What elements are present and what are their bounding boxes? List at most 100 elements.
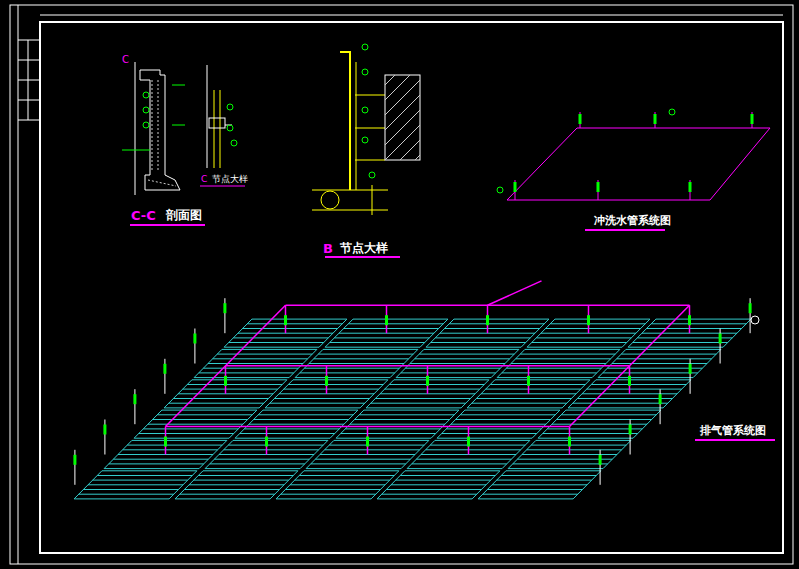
panel-edge [467, 380, 495, 408]
panel-edge [723, 319, 751, 347]
riser-mark [193, 334, 196, 344]
hatch-line [249, 424, 344, 425]
hatch-line [371, 403, 466, 404]
hatch-line [132, 440, 227, 441]
panel-edge [437, 410, 465, 438]
hatch-line [334, 440, 429, 441]
riser-mark [629, 425, 632, 435]
hatch-line [401, 372, 496, 373]
panel-edge [633, 410, 661, 438]
hatch-line [311, 463, 406, 464]
hatch-line [492, 484, 587, 485]
view-title: 节点大样 [340, 242, 388, 255]
hatch-line [265, 407, 360, 408]
hatch-line [359, 414, 454, 415]
hatch-line [330, 342, 425, 343]
hatch-line [375, 398, 470, 399]
hatch-line [109, 463, 204, 464]
vent-riser [104, 420, 105, 455]
panel-edge [134, 410, 162, 438]
vent-riser [720, 329, 721, 364]
hatch-line [281, 494, 376, 495]
hatch-line [258, 414, 353, 415]
hatch-line [224, 347, 319, 348]
riser-mark [385, 315, 388, 325]
riser-mark [284, 315, 287, 325]
hatch-line [189, 484, 284, 485]
riser-mark [689, 364, 692, 374]
hatch-line [516, 358, 611, 359]
hatch-line [290, 484, 385, 485]
hatch-line [247, 323, 342, 324]
hatch-line [344, 328, 439, 329]
vent-riser [224, 298, 225, 333]
hatch-line [520, 354, 615, 355]
hatch-line [607, 368, 702, 369]
panel-edge [508, 440, 536, 468]
riser-mark [426, 376, 429, 386]
detail-c [200, 65, 245, 186]
exhaust-riser [266, 427, 268, 455]
hatch-line [184, 489, 279, 490]
hatch-line [224, 449, 319, 450]
hatch-line [389, 384, 484, 385]
panel-edge [325, 319, 353, 347]
hatch-line [102, 470, 197, 471]
hatch-line [573, 403, 668, 404]
hatch-line [263, 410, 358, 411]
hatch-line [424, 349, 519, 350]
hatch-line [513, 463, 608, 464]
riser-mark [224, 376, 227, 386]
hatch-line [205, 468, 300, 469]
panel-edge [306, 440, 334, 468]
hatch-line [476, 398, 571, 399]
flush-pipe-system [497, 109, 770, 230]
hatch-line [416, 459, 511, 460]
hatch-line [546, 328, 641, 329]
hatch-line [647, 328, 742, 329]
hatch-line [295, 480, 390, 481]
panel-edge [265, 380, 293, 408]
hatch-line [341, 433, 436, 434]
hatch-line [633, 342, 728, 343]
hatch-line [561, 414, 656, 415]
riser-mark [527, 376, 530, 386]
exhaust-riser [285, 305, 287, 333]
hatch-line [203, 368, 298, 369]
hatch-line [460, 414, 555, 415]
hatch-line [637, 337, 732, 338]
hatch-line [157, 414, 252, 415]
exhaust-riser [225, 366, 227, 394]
hatch-line [587, 389, 682, 390]
hatch-line [435, 440, 530, 441]
riser-mark [164, 437, 167, 447]
hatch-line [350, 424, 445, 425]
hatch-line [412, 463, 507, 464]
panel-edge [693, 349, 721, 377]
riser-mark [163, 364, 166, 374]
vent-riser [690, 359, 691, 394]
exhaust-riser [487, 305, 489, 333]
hatch-line [134, 438, 229, 439]
hatch-line [385, 389, 480, 390]
hatch-line [621, 354, 716, 355]
riser-mark [599, 455, 602, 465]
hatch-line [430, 445, 525, 446]
hatch-line [353, 319, 448, 320]
hatch-line [568, 407, 663, 408]
panel-edge [74, 471, 102, 499]
hatch-line [454, 319, 549, 320]
panel-edge [603, 440, 631, 468]
hatch-line [270, 403, 365, 404]
hatch-line [295, 377, 390, 378]
hatch-line [405, 368, 500, 369]
exhaust-pipe [166, 305, 286, 426]
hatch-line [198, 475, 293, 476]
hatch-line [442, 433, 537, 434]
exhaust-riser [689, 305, 691, 333]
hatch-line [612, 363, 707, 364]
hatch-line [626, 349, 721, 350]
hatch-line [355, 419, 450, 420]
